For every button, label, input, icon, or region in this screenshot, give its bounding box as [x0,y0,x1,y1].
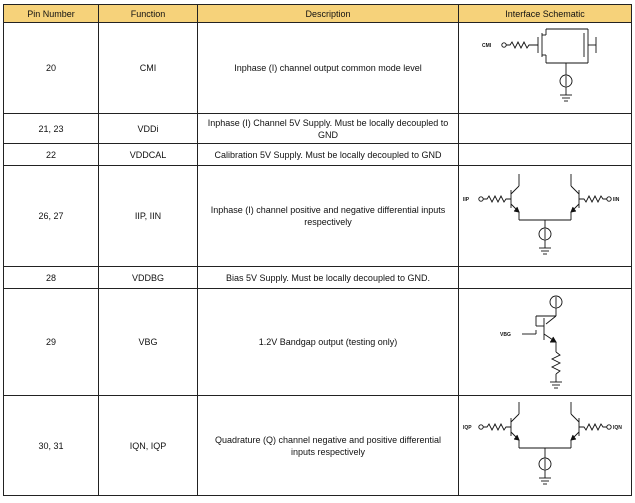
schematic-label-cmi: CMI [482,43,492,49]
schematic-label-right: IIN [613,197,620,203]
function-name: IQN, IQP [98,395,198,496]
header-function: Function [98,4,198,23]
schematic-label-right: IQN [613,425,622,431]
description: Bias 5V Supply. Must be locally decouple… [197,266,459,289]
description: Inphase (I) channel output common mode l… [197,22,459,114]
function-name: VDDi [98,113,198,144]
table-row: 22 VDDCAL Calibration 5V Supply. Must be… [3,143,632,166]
schematic-cell [458,143,632,166]
function-name: IIP, IIN [98,165,198,267]
table-row: 30, 31 IQN, IQP Quadrature (Q) channel n… [3,395,632,496]
function-name: VDDBG [98,266,198,289]
pin-number: 28 [3,266,99,289]
pin-number: 29 [3,288,99,396]
pin-number: 21, 23 [3,113,99,144]
header-interface-schematic: Interface Schematic [458,4,632,23]
pin-table: Pin Number Function Description Interfac… [3,4,632,496]
description: 1.2V Bandgap output (testing only) [197,288,459,396]
cmi-schematic: CMI [482,28,597,102]
schematic-label-vbg: VBG [500,332,511,338]
pin-number: 20 [3,22,99,114]
function-name: VBG [98,288,198,396]
schematic-cell [458,113,632,144]
description: Inphase (I) Channel 5V Supply. Must be l… [197,113,459,144]
schematic-cell: CMI [458,22,632,114]
description: Calibration 5V Supply. Must be locally d… [197,143,459,166]
vbg-schematic: VBG [500,295,563,389]
table-row: 29 VBG 1.2V Bandgap output (testing only… [3,288,632,396]
description: Inphase (I) channel positive and negativ… [197,165,459,267]
table-row: 21, 23 VDDi Inphase (I) Channel 5V Suppl… [3,113,632,144]
pin-number: 26, 27 [3,165,99,267]
header-pin-number: Pin Number [3,4,99,23]
schematic-label-left: IQP [463,425,472,431]
iip-iin-schematic: IIP IIN [463,174,620,255]
schematic-cell: IIP IIN [458,165,632,267]
pin-number: 22 [3,143,99,166]
schematic-label-left: IIP [463,197,470,203]
header-row: Pin Number Function Description Interfac… [3,4,632,23]
pin-number: 30, 31 [3,395,99,496]
iqp-iqn-schematic: IQP IQN [463,401,622,484]
header-description: Description [197,4,459,23]
function-name: VDDCAL [98,143,198,166]
schematic-cell [458,266,632,289]
table-row: 26, 27 IIP, IIN Inphase (I) channel posi… [3,165,632,267]
schematic-cell: IQP IQN [458,395,632,496]
function-name: CMI [98,22,198,114]
description: Quadrature (Q) channel negative and posi… [197,395,459,496]
schematic-cell: VBG [458,288,632,396]
table-row: 28 VDDBG Bias 5V Supply. Must be locally… [3,266,632,289]
table-row: 20 CMI Inphase (I) channel output common… [3,22,632,114]
